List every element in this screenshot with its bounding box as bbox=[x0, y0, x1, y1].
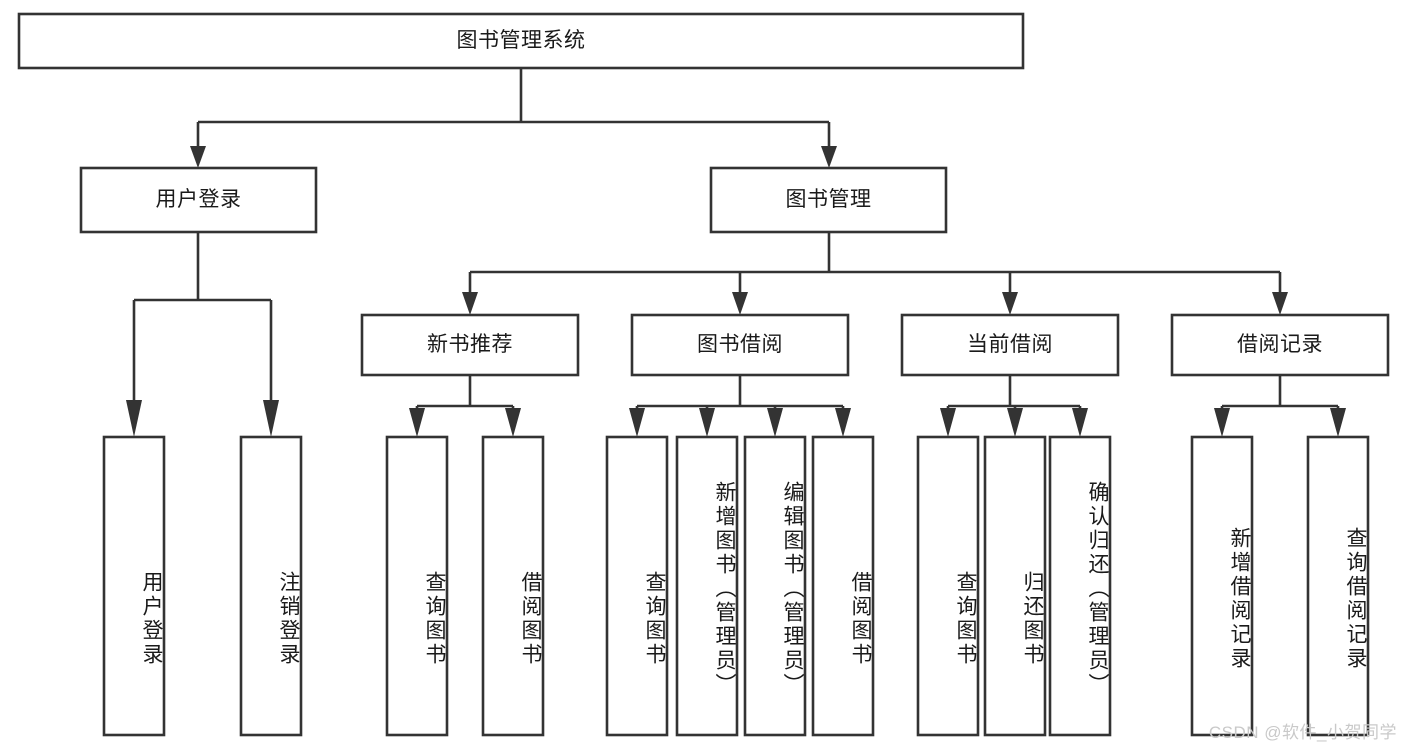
leaf-add-record[interactable] bbox=[1190, 435, 1254, 737]
connector-borrow-to-leaves bbox=[635, 375, 845, 412]
leaf-query-book-1[interactable] bbox=[385, 435, 449, 737]
arrow-root-to-book-manage bbox=[821, 146, 837, 168]
arrow-to-leaf-logout bbox=[263, 400, 279, 437]
arrow-to-leaf-return-book bbox=[1007, 408, 1023, 437]
arrow-to-leaf-borrow-book-2 bbox=[835, 408, 851, 437]
arrow-to-leaf-edit-book bbox=[767, 408, 783, 437]
leaf-query-book-3[interactable] bbox=[916, 435, 980, 737]
node-book-borrow[interactable] bbox=[630, 313, 850, 377]
arrow-to-leaf-query-record bbox=[1330, 408, 1346, 437]
node-user-login[interactable] bbox=[79, 166, 318, 234]
leaf-query-book-2[interactable] bbox=[605, 435, 669, 737]
arrow-to-leaf-confirm-return bbox=[1072, 408, 1088, 437]
arrow-to-new-book-recommend bbox=[462, 292, 478, 315]
connector-recommend-to-leaves bbox=[415, 375, 515, 412]
connector-user-login-to-leaves bbox=[132, 232, 273, 404]
arrow-to-leaf-query-book-1 bbox=[409, 408, 425, 437]
leaf-add-book[interactable] bbox=[675, 435, 739, 737]
arrow-to-borrow-record bbox=[1272, 292, 1288, 315]
leaf-query-record[interactable] bbox=[1306, 435, 1370, 737]
node-borrow-record[interactable] bbox=[1170, 313, 1390, 377]
arrow-to-book-borrow bbox=[732, 292, 748, 315]
connector-root-to-level2 bbox=[196, 68, 831, 152]
arrow-to-leaf-borrow-book-1 bbox=[505, 408, 521, 437]
connector-current-to-leaves bbox=[946, 375, 1082, 412]
leaf-borrow-book-2[interactable] bbox=[811, 435, 875, 737]
leaf-edit-book[interactable] bbox=[743, 435, 807, 737]
leaf-borrow-book-1[interactable] bbox=[481, 435, 545, 737]
leaf-logout[interactable] bbox=[239, 435, 303, 737]
node-root[interactable] bbox=[17, 12, 1025, 70]
connector-record-to-leaves bbox=[1220, 375, 1340, 412]
node-current-borrow[interactable] bbox=[900, 313, 1120, 377]
arrow-to-leaf-add-book bbox=[699, 408, 715, 437]
node-new-book-recommend[interactable] bbox=[360, 313, 580, 377]
arrow-to-current-borrow bbox=[1002, 292, 1018, 315]
arrow-root-to-user-login bbox=[190, 146, 206, 168]
node-book-manage[interactable] bbox=[709, 166, 948, 234]
leaf-confirm-return[interactable] bbox=[1048, 435, 1112, 737]
arrow-to-leaf-query-book-3 bbox=[940, 408, 956, 437]
leaf-return-book[interactable] bbox=[983, 435, 1047, 737]
arrow-to-leaf-user-login bbox=[126, 400, 142, 437]
csdn-watermark: CSDN @软件_小贺同学 bbox=[1208, 723, 1397, 742]
arrow-to-leaf-query-book-2 bbox=[629, 408, 645, 437]
arrow-to-leaf-add-record bbox=[1214, 408, 1230, 437]
connector-book-manage-to-level3 bbox=[468, 232, 1282, 296]
leaf-user-login[interactable] bbox=[102, 435, 166, 737]
